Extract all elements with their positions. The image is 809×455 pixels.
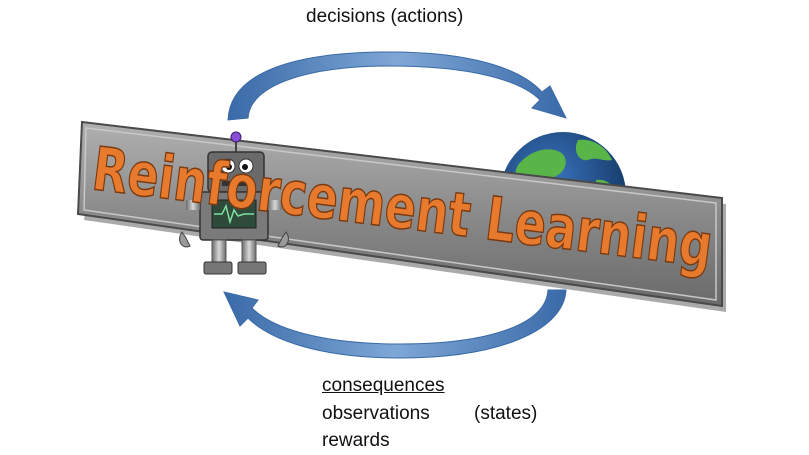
rewards-label: rewards (322, 430, 390, 451)
actions-label: decisions (actions) (306, 6, 464, 27)
observations-label: observations (322, 403, 430, 424)
consequences-arrow (223, 289, 567, 359)
states-label: (states) (474, 403, 538, 424)
consequences-heading: consequences (322, 375, 445, 396)
decisions-arrow (227, 51, 567, 121)
robot-icon (179, 131, 289, 275)
